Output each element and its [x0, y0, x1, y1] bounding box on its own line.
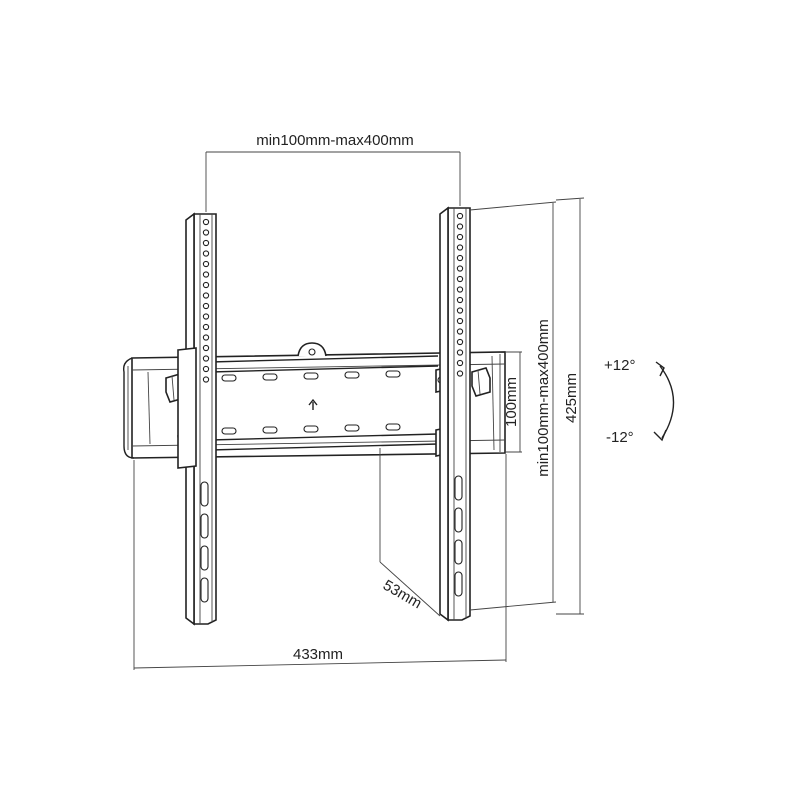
vesa-width-label: min100mm-max400mm [256, 132, 414, 149]
arm-hole [456, 338, 464, 346]
arm-hole [202, 250, 210, 257]
left-arm-holes [202, 218, 210, 383]
arm-hole [456, 244, 464, 251]
right-vertical-arm [439, 206, 471, 622]
arm-hole [456, 328, 464, 335]
dimension-total-height: 425mm [555, 197, 585, 615]
arm-hole [202, 323, 210, 331]
plate-slots-top [221, 370, 401, 382]
tilt-indicator: +12° -12° [604, 357, 675, 446]
dimension-plate-height: 100mm [503, 351, 522, 453]
left-arm-slots [200, 481, 209, 603]
right-arm-holes [456, 212, 464, 377]
arm-hole [202, 313, 210, 320]
dimension-total-width: 433mm [133, 454, 507, 670]
arm-hole [456, 296, 464, 304]
total-width-label: 433mm [293, 646, 343, 663]
arm-hole [202, 365, 210, 373]
arm-hole [202, 229, 210, 236]
tilt-up-label: +12° [604, 357, 635, 374]
arm-hole [202, 292, 210, 299]
dimension-vesa-width: min100mm-max400mm [205, 132, 461, 212]
arm-hole [202, 334, 210, 341]
arm-hole [202, 302, 210, 310]
arm-hole [456, 286, 464, 293]
dimension-vesa-height: min100mm-max400mm [469, 201, 557, 611]
arm-hole [456, 223, 464, 230]
arm-hole [202, 344, 210, 352]
arm-hole [456, 265, 464, 272]
arm-hole [202, 218, 210, 226]
arm-hole [456, 275, 464, 283]
dimension-depth: 53mm [379, 448, 441, 617]
arm-hole [456, 254, 464, 262]
arm-hole [456, 317, 464, 325]
vesa-height-label: min100mm-max400mm [535, 319, 552, 477]
arm-hole [456, 370, 464, 377]
total-height-label: 425mm [563, 373, 580, 423]
arm-hole [202, 271, 210, 278]
arm-hole [456, 359, 464, 367]
plate-height-label: 100mm [503, 377, 520, 427]
arm-hole [202, 260, 210, 268]
right-arm-slots [454, 475, 463, 597]
arm-hole [456, 212, 464, 220]
arm-hole [202, 239, 210, 247]
plate-slots-bottom [221, 423, 401, 435]
arm-hole [202, 376, 210, 383]
arm-hole [456, 307, 464, 314]
arm-hole [456, 349, 464, 356]
arm-hole [202, 281, 210, 289]
left-vertical-arm [177, 212, 217, 626]
arm-hole [456, 233, 464, 241]
tilt-down-label: -12° [606, 429, 634, 446]
arm-hole [202, 355, 210, 362]
